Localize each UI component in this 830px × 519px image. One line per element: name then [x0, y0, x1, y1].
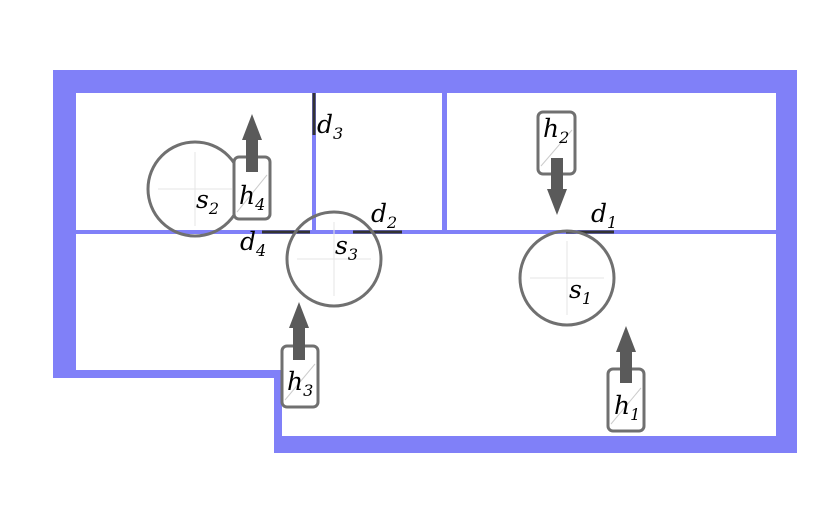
human-h2-arrow-down-icon [547, 158, 567, 215]
walls [53, 70, 797, 453]
label-d1: d1 [591, 199, 617, 232]
humans [232, 110, 646, 433]
sensor-s3-ring [285, 210, 383, 308]
human-h4 [232, 114, 272, 221]
human-h1-arrow-up-icon [616, 326, 636, 383]
outer-wall-right [776, 70, 797, 453]
label-h1: h1 [614, 391, 640, 424]
label-s1: s1 [569, 275, 592, 308]
human-h2 [536, 110, 577, 215]
label-s2: s2 [196, 185, 219, 218]
human-h1 [606, 326, 646, 433]
label-d3: d3 [317, 110, 343, 143]
outer-wall-step [274, 370, 282, 453]
label-d4: d4 [240, 227, 266, 260]
sensor-s1 [518, 229, 616, 327]
interior-wall-right-vertical [442, 93, 447, 232]
human-h3 [280, 302, 320, 409]
sensor-s2 [146, 140, 244, 238]
label-h4: h4 [239, 181, 265, 214]
interior-wall-horizontal [76, 230, 776, 234]
outer-wall-top [53, 70, 797, 93]
sensors [146, 140, 616, 327]
label-d2: d2 [371, 199, 397, 232]
sensor-s3 [285, 210, 383, 308]
human-h4-arrow-up-icon [242, 114, 262, 172]
labels: h1 h2 h3 h4 s1 s2 s3 d1 d2 d3 d4 [196, 110, 640, 424]
outer-wall-left [53, 70, 76, 378]
outer-wall-bottom [274, 436, 797, 453]
human-h3-arrow-up-icon [289, 302, 309, 360]
sensor-s1-ring [518, 229, 616, 327]
label-s3: s3 [335, 231, 358, 264]
interior-wall-left-vertical [312, 93, 316, 232]
label-h3: h3 [287, 367, 313, 400]
outer-wall-bottom-left [53, 370, 282, 378]
label-h2: h2 [543, 114, 569, 147]
